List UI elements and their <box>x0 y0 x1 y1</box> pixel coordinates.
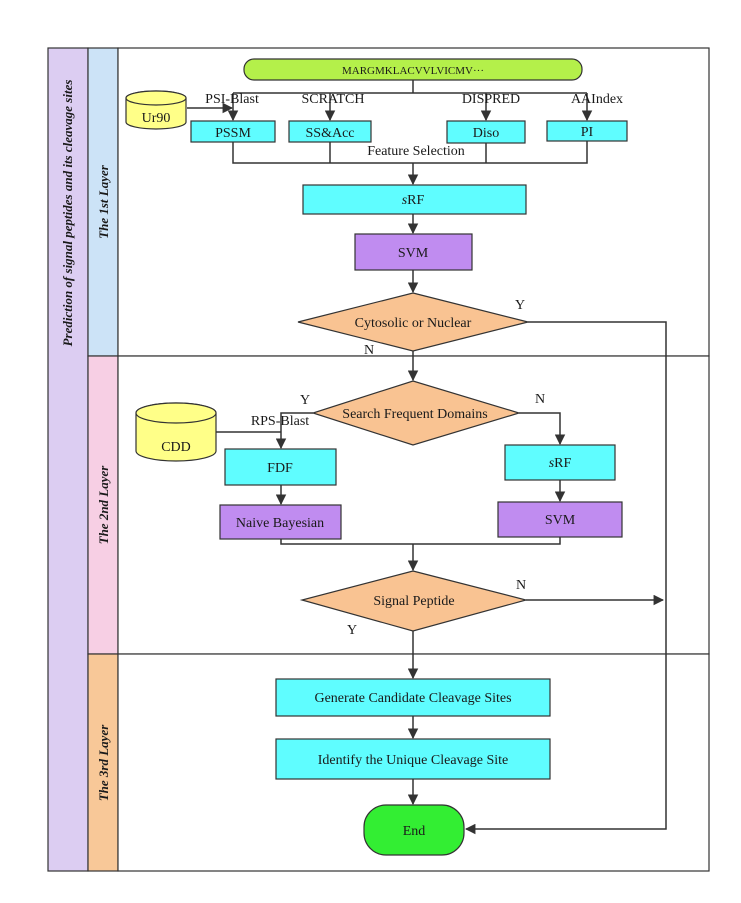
naive-node <box>219 504 342 540</box>
diso-node <box>446 120 526 144</box>
srf1-label: sRF <box>402 193 425 208</box>
cdd-label: CDD <box>161 440 191 455</box>
side-title: Prediction of signal peptides and its cl… <box>60 80 75 347</box>
edge-layer2-merge <box>280 537 561 545</box>
ur90-label: Ur90 <box>142 111 171 126</box>
diso-label: Diso <box>473 126 499 141</box>
signal-decision <box>299 570 529 632</box>
end-node <box>363 804 465 856</box>
layer-1-label: The 1st Layer <box>96 164 111 239</box>
edge-cyto-yes-to-end <box>464 321 667 835</box>
cyto-decision <box>297 292 529 352</box>
fdf-node <box>224 448 337 486</box>
svm2-node <box>497 501 623 538</box>
srf2-suffix: RF <box>554 456 571 471</box>
edge-search-yes <box>275 412 313 450</box>
dispred-label: DISPRED <box>462 92 520 107</box>
sequence-node <box>243 58 583 81</box>
layer-2-label: The 2nd Layer <box>96 465 111 545</box>
identify-label: Identify the Unique Cleavage Site <box>318 753 509 768</box>
end-label: End <box>403 824 426 839</box>
scratch-label: SCRATCH <box>301 92 364 107</box>
cyto-no-label: N <box>364 343 374 358</box>
svm1-label: SVM <box>398 246 429 261</box>
layer-3-label: The 3rd Layer <box>96 724 111 801</box>
feature-selection-label: Feature Selection <box>367 144 465 159</box>
outer-title-band <box>47 47 89 872</box>
naive-label: Naive Bayesian <box>236 516 324 531</box>
search-no-label: N <box>535 392 545 407</box>
rps-blast-label: RPS-Blast <box>251 414 309 429</box>
signal-label: Signal Peptide <box>373 594 454 609</box>
search-label: Search Frequent Domains <box>342 407 487 422</box>
cyto-label: Cytosolic or Nuclear <box>355 316 472 331</box>
signal-yes-label: Y <box>347 623 357 638</box>
srf2-prefix: s <box>549 456 555 471</box>
layer-1-band <box>87 47 119 357</box>
pi-label: PI <box>581 125 594 140</box>
ssacc-node <box>288 120 372 143</box>
aaindex-label: AAIndex <box>571 92 623 107</box>
edge-search-no <box>519 412 566 446</box>
svm1-node <box>354 233 473 271</box>
srf2-node <box>504 444 616 481</box>
layer-2-band <box>87 355 119 655</box>
ur90-database <box>125 90 187 130</box>
psi-blast-label: PSI-Blast <box>205 92 259 107</box>
pi-node <box>546 120 628 142</box>
signal-no-label: N <box>516 578 526 593</box>
generate-label: Generate Candidate Cleavage Sites <box>314 691 511 706</box>
sequence-label: MARGMKLACVVLVICMV··· <box>342 65 484 77</box>
srf2-label: sRF <box>549 456 572 471</box>
pssm-label: PSSM <box>215 126 251 141</box>
identify-node <box>275 738 551 780</box>
cdd-database <box>135 402 217 462</box>
srf1-suffix: RF <box>407 193 424 208</box>
search-decision <box>311 380 522 446</box>
fdf-label: FDF <box>267 461 293 476</box>
edge-feature-collect <box>232 141 588 164</box>
srf1-node <box>302 184 527 215</box>
generate-node <box>275 678 551 717</box>
svm2-label: SVM <box>545 513 576 528</box>
search-yes-label: Y <box>300 393 310 408</box>
pssm-node <box>190 120 276 143</box>
srf1-prefix: s <box>402 193 408 208</box>
ssacc-label: SS&Acc <box>306 126 355 141</box>
cyto-yes-label: Y <box>515 298 525 313</box>
